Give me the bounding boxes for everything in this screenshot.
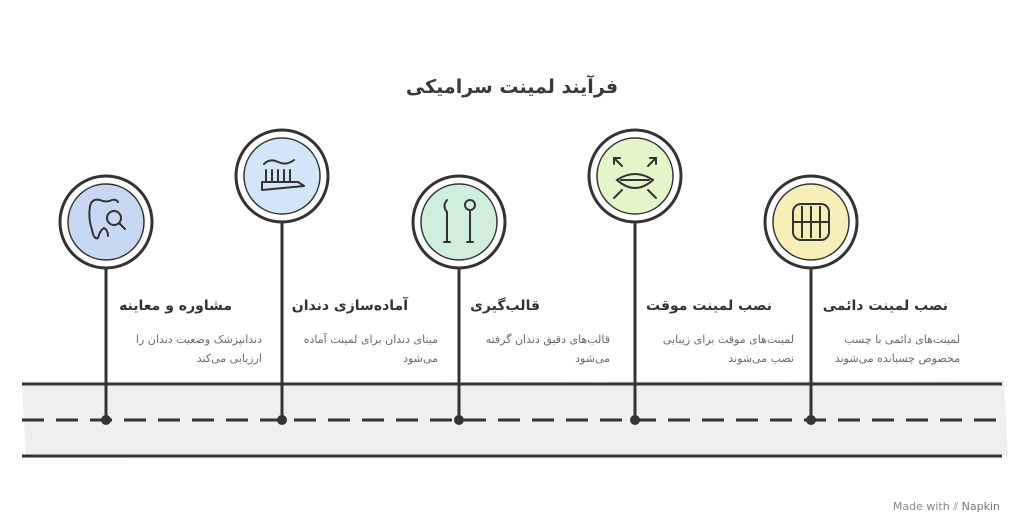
step-desc-temporary: لمینت‌های موقت برای زیبایی نصب می‌شوند (624, 330, 794, 368)
step-title-consultation: مشاوره و معاینه (119, 298, 232, 314)
step-circle-fill (243, 137, 321, 215)
step-marker-preparation (234, 128, 330, 425)
step-desc-line: مخصوص چسبانده می‌شوند (834, 352, 960, 365)
step-circle-fill (67, 183, 145, 261)
step-marker-impression (411, 174, 507, 425)
dental-tools-icon (443, 199, 476, 243)
step-desc-line: نصب می‌شوند (728, 352, 794, 365)
step-desc-line: قالب‌های دقیق دندان گرفته (485, 333, 610, 346)
step-desc-impression: قالب‌های دقیق دندان گرفته می‌شود (440, 330, 610, 368)
made-with-napkin-watermark[interactable]: Made with ⫽ Napkin (893, 500, 1000, 514)
step-desc-line: می‌شود (403, 352, 438, 365)
watermark-prefix: Made with (892, 500, 950, 513)
diagram-title: فرآیند لمینت سرامیکی (405, 76, 619, 98)
step-dot (101, 415, 111, 425)
step-circle-fill (596, 137, 674, 215)
toothbrush-icon (261, 159, 305, 191)
step-marker-temporary (587, 128, 683, 425)
step-desc-line: مینای دندان برای لمینت آماده (303, 333, 438, 346)
step-desc-preparation: مینای دندان برای لمینت آماده می‌شود (268, 330, 438, 368)
step-title-impression: قالب‌گیری (470, 298, 540, 314)
step-desc-line: می‌شود (575, 352, 610, 365)
step-desc-line: ارزیابی می‌کند (196, 352, 262, 365)
step-dot (277, 415, 287, 425)
step-desc-permanent: لمینت‌های دائمی با چسب مخصوص چسبانده می‌… (790, 330, 960, 368)
teeth-icon (792, 203, 830, 241)
step-title-permanent: نصب لمینت دائمی (822, 298, 948, 314)
step-desc-consultation: دندانپزشک وضعیت دندان را ارزیابی می‌کند (92, 330, 262, 368)
step-desc-line: دندانپزشک وضعیت دندان را (135, 333, 262, 346)
tooth-magnifier-icon (88, 198, 126, 240)
step-title-preparation: آماده‌سازی دندان (291, 298, 408, 314)
watermark-brand: Napkin (961, 500, 1000, 513)
step-dot (454, 415, 464, 425)
step-circle-fill (420, 183, 498, 261)
step-marker-permanent (763, 174, 859, 425)
step-title-temporary: نصب لمینت موقت (646, 298, 772, 314)
step-desc-line: لمینت‌های دائمی با چسب (844, 333, 960, 346)
step-desc-line: لمینت‌های موقت برای زیبایی (662, 333, 794, 346)
step-marker-consultation (58, 174, 154, 425)
step-dot (630, 415, 640, 425)
timeline-road (22, 380, 1008, 458)
smile-expand-icon (613, 157, 657, 199)
step-dot (806, 415, 816, 425)
napkin-logo-icon: ⫽ (953, 500, 959, 513)
